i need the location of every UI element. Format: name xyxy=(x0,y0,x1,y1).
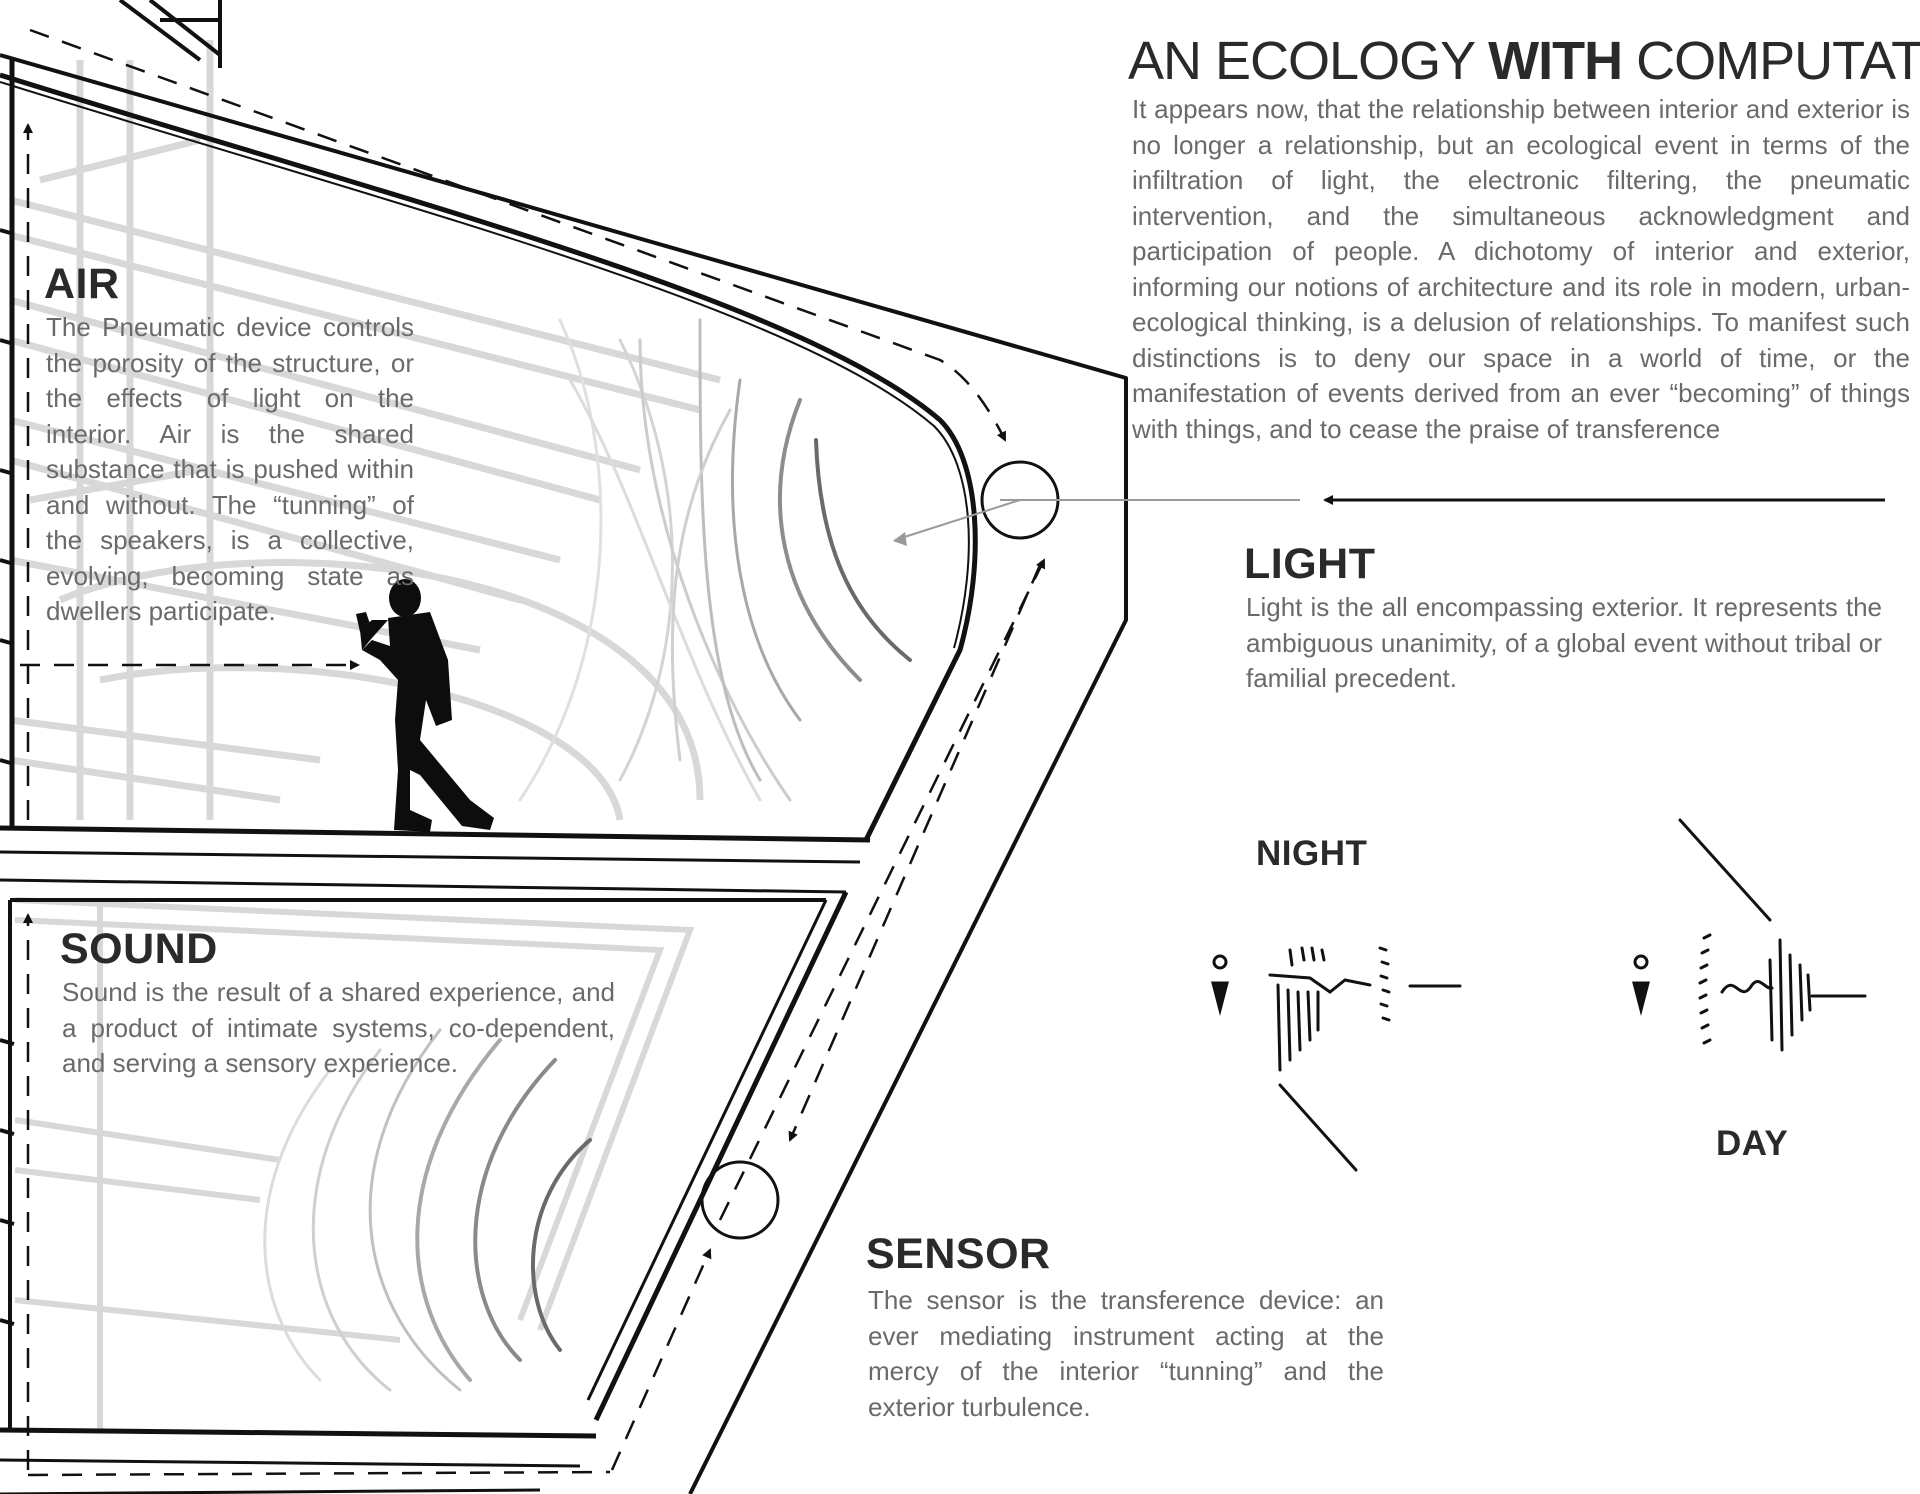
night-sketch xyxy=(1211,946,1462,1172)
title-suffix: COMPUTATION xyxy=(1636,31,1920,91)
sound-waves xyxy=(263,1028,592,1392)
light-refraction xyxy=(894,499,1021,541)
light-heading: LIGHT xyxy=(1244,540,1376,588)
title-emphasis: WITH xyxy=(1488,31,1623,91)
airflow-path xyxy=(20,28,1046,1477)
sound-heading: SOUND xyxy=(60,925,218,973)
air-paragraph: The Pneumatic device controls the porosi… xyxy=(46,312,414,626)
background-structure-lower xyxy=(14,897,695,1430)
sensor-paragraph: The sensor is the transference device: a… xyxy=(868,1285,1384,1422)
sensor-circle-lower xyxy=(700,1160,780,1240)
day-sketch xyxy=(1632,818,1867,1052)
air-sound-waves xyxy=(518,318,912,802)
light-paragraph: Light is the all encompassing exterior. … xyxy=(1246,592,1882,693)
title-prefix: AN ECOLOGY xyxy=(1128,31,1489,91)
page-title: AN ECOLOGY WITH COMPUTATION xyxy=(1128,30,1920,92)
background-structure-upper xyxy=(9,40,721,821)
tower-fragment xyxy=(118,0,222,68)
left-edge-ticks xyxy=(0,228,15,1326)
person-silhouette xyxy=(356,579,494,832)
sensor-heading: SENSOR xyxy=(866,1230,1051,1278)
night-label: NIGHT xyxy=(1256,834,1368,873)
air-heading: AIR xyxy=(44,260,120,308)
day-label: DAY xyxy=(1716,1124,1789,1163)
sound-paragraph: Sound is the result of a shared experien… xyxy=(62,977,615,1078)
intro-paragraph: It appears now, that the relationship be… xyxy=(1132,94,1910,444)
